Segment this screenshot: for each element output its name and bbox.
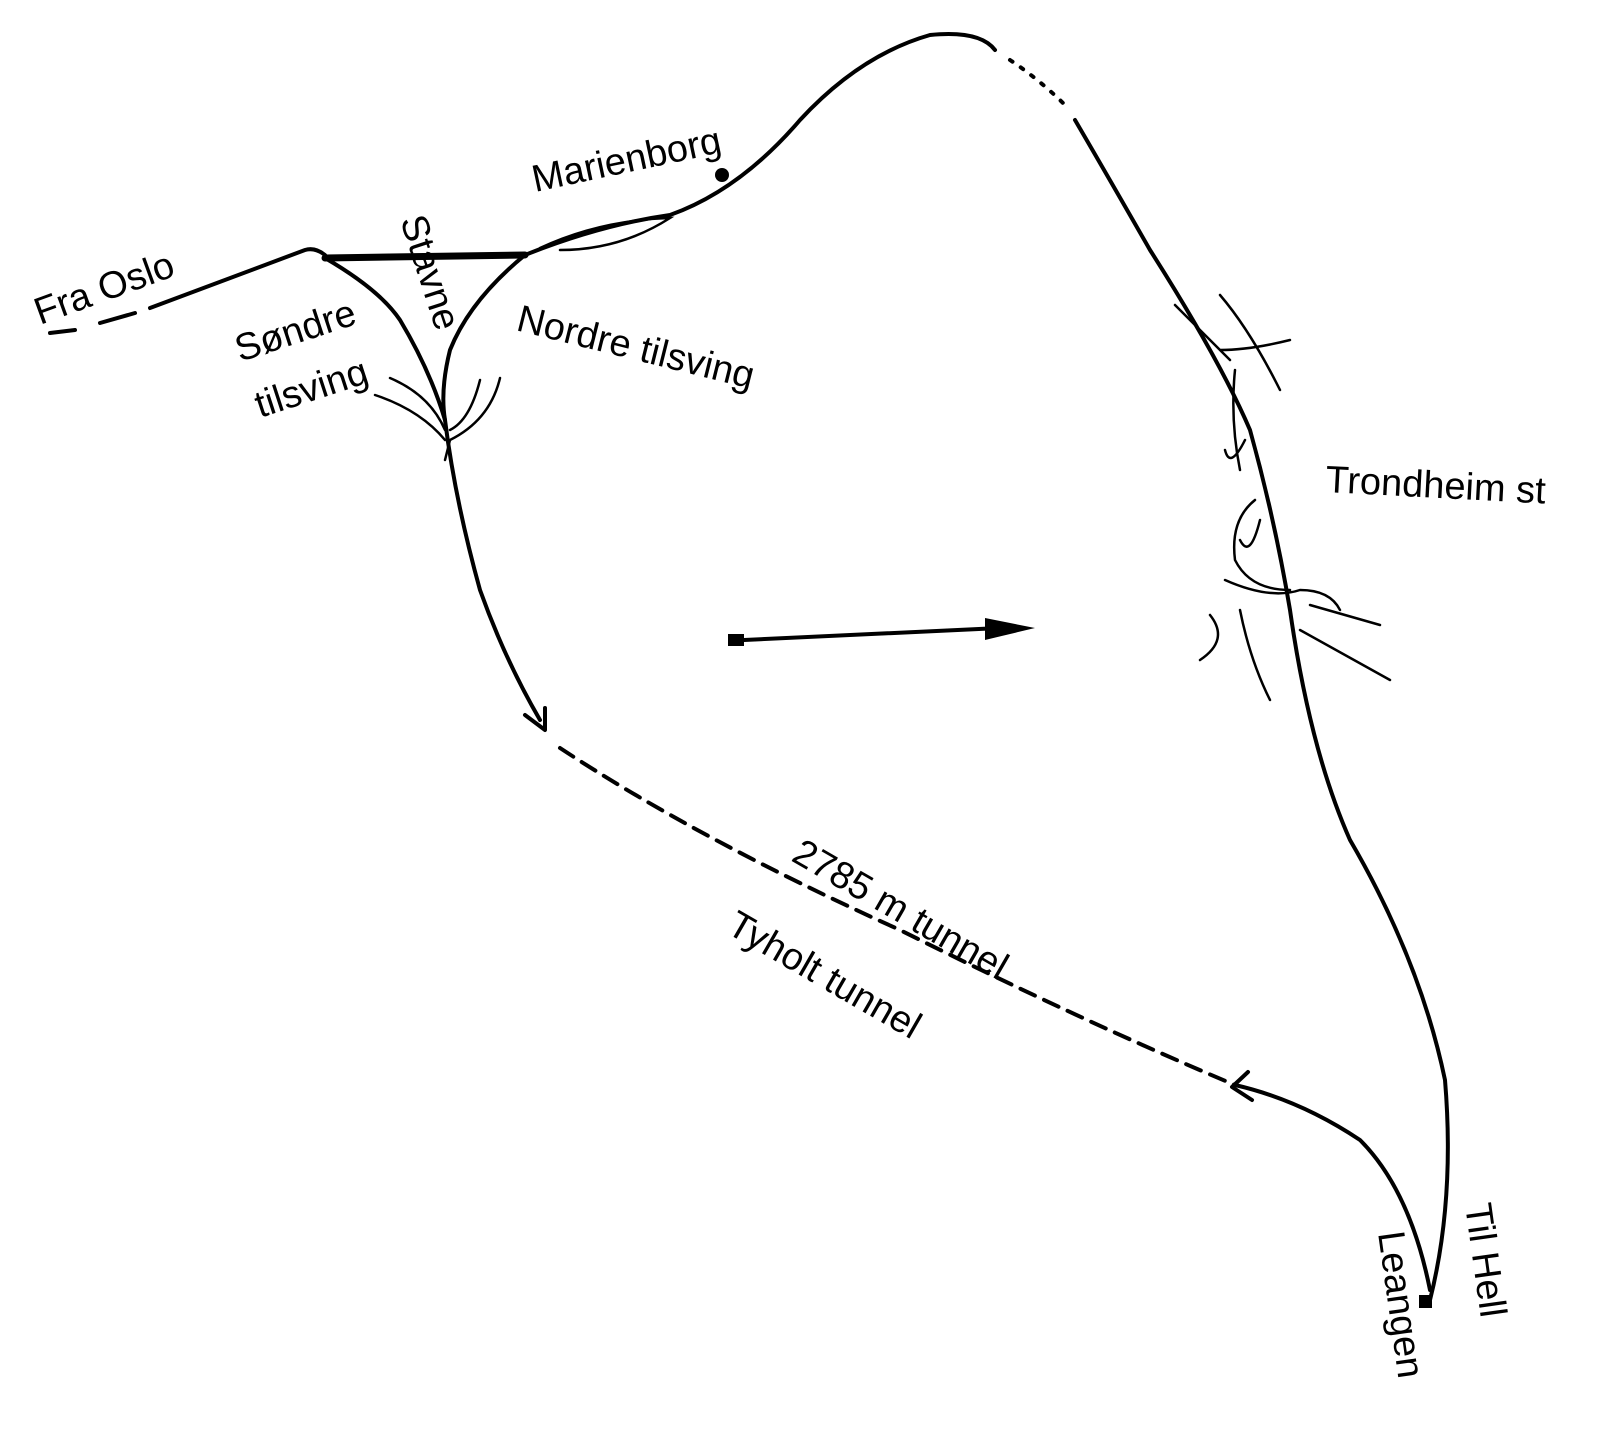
marienborg-line [523,32,997,257]
sondre-tilsving-track [323,256,447,422]
junction-branches [373,376,502,462]
direction-arrow [742,626,1002,642]
label-til-hell: Til Hell [1456,1200,1514,1319]
line-to-trondheim [1073,118,1450,1302]
line-leangen-to-tunnel [1233,1083,1432,1292]
label-trondheim-st: Trondheim st [1325,459,1548,512]
stavne-segment [321,251,529,262]
line-dotted-section [1008,58,1067,107]
direction-arrow-head [985,618,1035,640]
tyholt-tunnel-dashed [558,746,1237,1087]
marienborg-dot [715,168,729,182]
label-nordre-tilsving: Nordre tilsving [513,298,759,398]
label-marienborg: Marienborg [528,120,725,201]
marienborg-siding [538,216,675,252]
arrow-head-south [523,706,547,732]
arrow-tail-marker [728,634,744,646]
line-south-to-tunnel [443,418,542,722]
leangen-dot [1419,1295,1432,1308]
line-from-oslo-dashed [48,311,137,335]
label-stavne: Stavne [391,210,468,336]
nordre-tilsving-track [441,253,527,422]
line-from-oslo [148,247,327,310]
arrow-head-tunnel [1230,1070,1254,1102]
trondheim-branches [1173,293,1392,702]
